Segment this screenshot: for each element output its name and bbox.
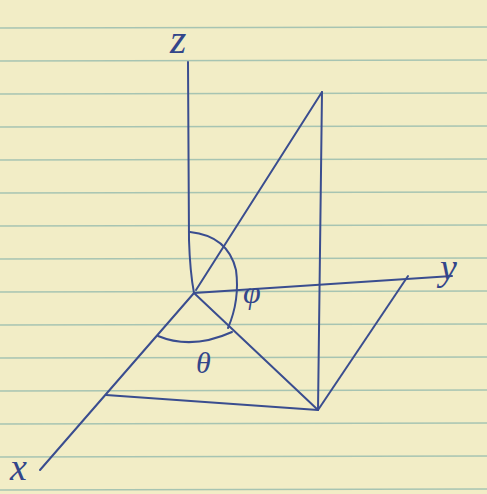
horizontal-projection [194,293,318,410]
position-vector [196,92,322,290]
x-axis [40,293,194,470]
axis-label: x [10,448,27,486]
y-projection [318,276,408,410]
z-axis [188,62,194,293]
angle-label: θ [196,348,211,378]
ruled-lines [0,27,487,490]
theta-arc [158,332,232,342]
axis-label: y [440,248,457,286]
phi-arc [190,232,237,328]
y-axis [194,276,452,293]
vertical-projection [318,92,322,410]
axes-and-vector [40,62,452,470]
x-projection [106,395,318,410]
axis-label: z [170,18,186,60]
angle-label: φ [243,276,261,308]
